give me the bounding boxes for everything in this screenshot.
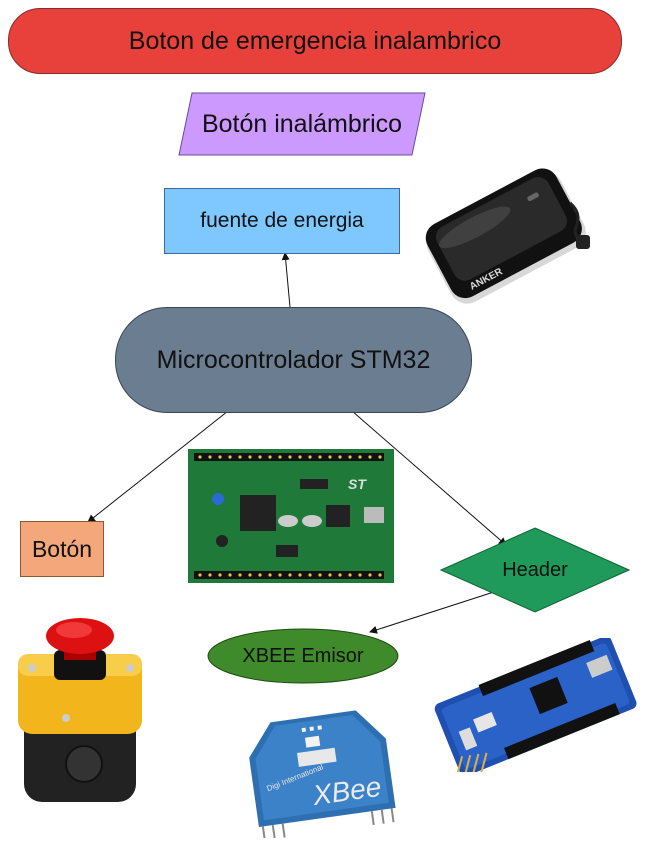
header-label: Header — [502, 558, 568, 581]
xbee-adapter-image — [434, 638, 637, 772]
wireless-button-shape — [178, 92, 426, 156]
emergency-button-image — [18, 618, 142, 802]
st-logo: ST — [348, 476, 367, 492]
button-box: Botón — [20, 521, 104, 577]
button-label: Botón — [31, 535, 93, 562]
title-box: Boton de emergencia inalambrico — [8, 8, 622, 74]
arrow-mcu-to-header — [351, 410, 507, 546]
xbee-emitter-shape — [207, 628, 399, 684]
arrow-mcu-to-power — [281, 252, 291, 308]
xbee-module-image: Digi International XBee — [249, 710, 396, 838]
power-source-label: fuente de energia — [200, 209, 364, 232]
microcontroller-box: Microcontrolador STM32 — [115, 307, 472, 413]
stm32-board-image: ST — [188, 449, 394, 583]
arrow-mcu-to-button — [87, 410, 229, 523]
power-source-box: fuente de energia — [164, 188, 400, 254]
header-shape — [440, 527, 630, 613]
wireless-button-label: Botón inalámbrico — [201, 109, 403, 138]
title-text: Boton de emergencia inalambrico — [128, 26, 502, 55]
arrow-header-to-xbee — [369, 589, 501, 634]
microcontroller-label: Microcontrolador STM32 — [156, 345, 431, 374]
xbee-emitter-label: XBEE Emisor — [242, 644, 364, 667]
power-bank-image: ANKER — [425, 168, 590, 304]
